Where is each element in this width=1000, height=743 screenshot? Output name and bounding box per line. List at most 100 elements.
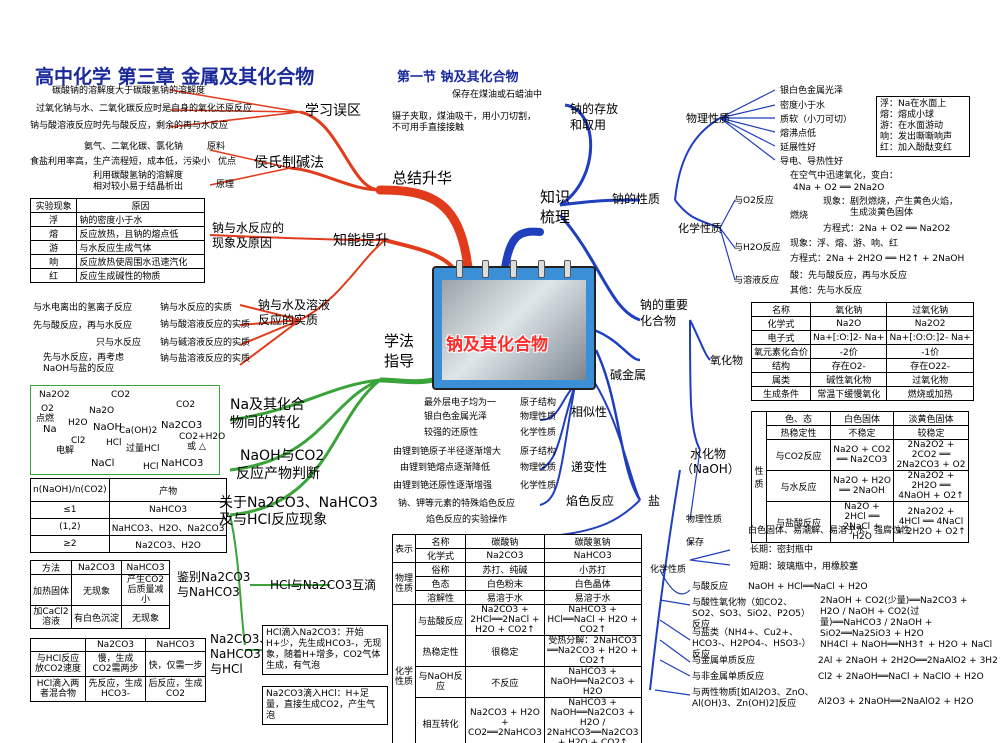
o2-line-2: 4Na + O2 ══ 2Na2O bbox=[793, 183, 885, 193]
rxn-metal-eq: 2Al + 2NaOH + 2H2O══2NaAlO2 + 3H2↑ bbox=[818, 656, 1000, 666]
label-caoh2: Ca(OH)2 bbox=[119, 426, 158, 436]
phys-label: 物理性质 bbox=[391, 562, 417, 605]
label-na2co3: Na2CO3 bbox=[161, 420, 203, 431]
essence-water: 钠与水反应的实质 bbox=[160, 303, 233, 313]
phenomena-title-2: 现象及原因 bbox=[212, 236, 273, 250]
naoh-phys: 白色固体、易潮解、易溶于水、强腐蚀性 bbox=[748, 526, 911, 536]
hou-title: 侯氏制碱法 bbox=[254, 155, 324, 171]
th: n(NaOH)/n(CO2) bbox=[30, 478, 110, 502]
properties-title: 钠的性质 bbox=[612, 192, 661, 206]
cell: 无现象 bbox=[71, 574, 123, 606]
th: 名称 bbox=[750, 302, 812, 317]
h2o-line-1: 现象：浮、熔、游、响、红 bbox=[790, 239, 899, 249]
cell: 电子式 bbox=[750, 330, 812, 345]
cell: 溶解性 bbox=[415, 590, 467, 605]
th: 产物 bbox=[108, 478, 228, 502]
cell: 氧元素化合价 bbox=[750, 344, 812, 359]
cell: 苏打、纯碱 bbox=[465, 562, 545, 577]
memo-3: 游：在水面游动 bbox=[880, 121, 944, 131]
method-branch-2: 指导 bbox=[384, 352, 415, 370]
cell: 游 bbox=[29, 240, 78, 255]
memo-4: 响：发出嘶嘶响声 bbox=[880, 132, 953, 142]
hou-adv-label: 优点 bbox=[218, 157, 237, 167]
gradual-note-3: 由锂到铯还原性逐渐增强 bbox=[393, 481, 493, 491]
cell: 白色固体 bbox=[830, 411, 894, 426]
th: 原因 bbox=[76, 198, 205, 213]
mistake-3: 钠与酸溶液反应时先与酸反应，剩余的再与水反应 bbox=[30, 121, 229, 131]
storage-note-1: 保存在煤油或石蜡油中 bbox=[452, 90, 543, 100]
label-hcl: HCl bbox=[106, 438, 122, 448]
conversion-title-1: Na及其化合 bbox=[230, 397, 306, 413]
essence-note-2: 先与酸反应，再与水反应 bbox=[33, 321, 133, 331]
cell: HCl滴入两者混合物 bbox=[30, 676, 86, 702]
similar-note-2: 银白色金属光泽 bbox=[424, 412, 488, 422]
cell: NaHCO3 + NaOH══Na2CO3 + H2O / 2NaHCO3══N… bbox=[543, 697, 642, 743]
phys-4: 熔沸点低 bbox=[780, 129, 817, 139]
chemical-title: 化学性质 bbox=[678, 222, 722, 235]
cell: ≥2 bbox=[30, 535, 110, 553]
improve-title: 知能提升 bbox=[333, 233, 389, 249]
cell: 较稳定 bbox=[893, 425, 969, 440]
physical-title: 物理性质 bbox=[686, 112, 730, 125]
cell: NaHCO3 bbox=[108, 501, 228, 519]
mistake-2: 过氧化钠与水、二氧化碳反应时是自身的氧化还原反应 bbox=[36, 104, 253, 114]
cell: Na2O + H2O ══ 2NaOH bbox=[830, 470, 894, 502]
label-nahco3: NaHCO3 bbox=[161, 458, 204, 469]
mistake-1: 碳酸钠的溶解度大于碳酸氢钠的溶解度 bbox=[52, 86, 206, 96]
cell: ≤1 bbox=[30, 501, 110, 519]
th: NaHCO3 bbox=[145, 638, 206, 652]
rxn-oxide-eq: 2NaOH + CO2(少量)══Na2CO3 + H2O / NaOH + C… bbox=[820, 596, 968, 639]
cell: 结构 bbox=[750, 358, 812, 373]
similar-title: 相似性 bbox=[571, 405, 608, 419]
cell: 白色粉末 bbox=[465, 576, 545, 591]
hcl-relation-title-1: 关于Na2CO3、NaHCO3 bbox=[219, 495, 378, 511]
cell: 碱性氧化物 bbox=[810, 372, 888, 387]
label-hcl-2: HCl bbox=[143, 462, 159, 472]
hou-raw-materials: 氨气、二氧化碳、氯化钠 bbox=[84, 142, 184, 152]
phys-5: 延展性好 bbox=[780, 143, 817, 153]
label-nacl: NaCl bbox=[91, 458, 115, 469]
cell: 慢，生成CO2需两步 bbox=[85, 651, 146, 677]
cell: 化学式 bbox=[415, 548, 467, 563]
cell: 热稳定性 bbox=[766, 425, 831, 440]
label-or: 或 bbox=[187, 442, 197, 452]
cell: 常温下缓慢氧化 bbox=[810, 386, 888, 401]
cell: 反应生成碱性的物质 bbox=[76, 268, 205, 283]
label-co2-h2o: CO2+H2O bbox=[179, 432, 226, 442]
naoh-co2-title-1: NaOH与CO2 bbox=[240, 448, 325, 464]
cell: 加CaCl2溶液 bbox=[29, 605, 73, 629]
cell: NaHCO3、H2O、Na2CO3 bbox=[108, 518, 228, 536]
label-electrolysis: 电解 bbox=[56, 446, 75, 456]
hcl-relation-title-2: 及与HCl反应现象 bbox=[219, 512, 328, 528]
cell: 反应放热使周围水迅速汽化 bbox=[76, 254, 205, 269]
hou-principle-label: 原理 bbox=[216, 180, 235, 190]
center-image: 钠及其化合物 bbox=[432, 260, 596, 390]
label-co2-2: CO2 bbox=[176, 400, 196, 410]
cell: (1,2) bbox=[30, 518, 110, 536]
essence-note-5: NaOH与盐的反应 bbox=[43, 364, 115, 374]
rxn-amphoteric-eq: Al2O3 + 2NaOH══2NaAlO2 + H2O bbox=[818, 697, 974, 707]
essence-note-4: 先与水反应，再考虑 bbox=[43, 353, 125, 363]
compounds-title-2: 化合物 bbox=[640, 314, 677, 328]
essence-note-1: 与水电离出的氢离子反应 bbox=[33, 303, 133, 313]
rxn-acid-label: 与酸反应 bbox=[692, 582, 729, 592]
cell: 无现象 bbox=[121, 605, 170, 629]
label-naoh: NaOH bbox=[93, 422, 122, 433]
phys-6: 导电、导热性好 bbox=[780, 157, 844, 167]
flame-item-1: 钠、钾等元素的特殊焰色反应 bbox=[398, 499, 516, 509]
th: 名称 bbox=[415, 534, 467, 549]
o2-label: 与O2反应 bbox=[734, 196, 774, 206]
cell: 红 bbox=[29, 268, 78, 283]
cell: 响 bbox=[29, 254, 78, 269]
cell: 熔 bbox=[29, 226, 78, 241]
compounds-title-1: 钠的重要 bbox=[640, 298, 689, 312]
distinguish-title-1: 鉴别Na2CO3 bbox=[177, 570, 251, 584]
rxn-amphoteric-label: 与两性物质[如Al2O3、ZnO、Al(OH)3、Zn(OH)2]反应 bbox=[692, 688, 814, 709]
cell: Na2O + 2HCl ══ 2NaCl + H2O bbox=[830, 501, 894, 543]
rxn-nonmetal-label: 与非金属单质反应 bbox=[692, 672, 765, 682]
gradual-note-1: 由锂到铯原子半径逐渐增大 bbox=[393, 447, 502, 457]
naoh-chem-title: 化学性质 bbox=[650, 565, 687, 575]
section-title: 第一节 钠及其化合物 bbox=[397, 70, 519, 85]
cell: 过氧化物 bbox=[886, 372, 974, 387]
